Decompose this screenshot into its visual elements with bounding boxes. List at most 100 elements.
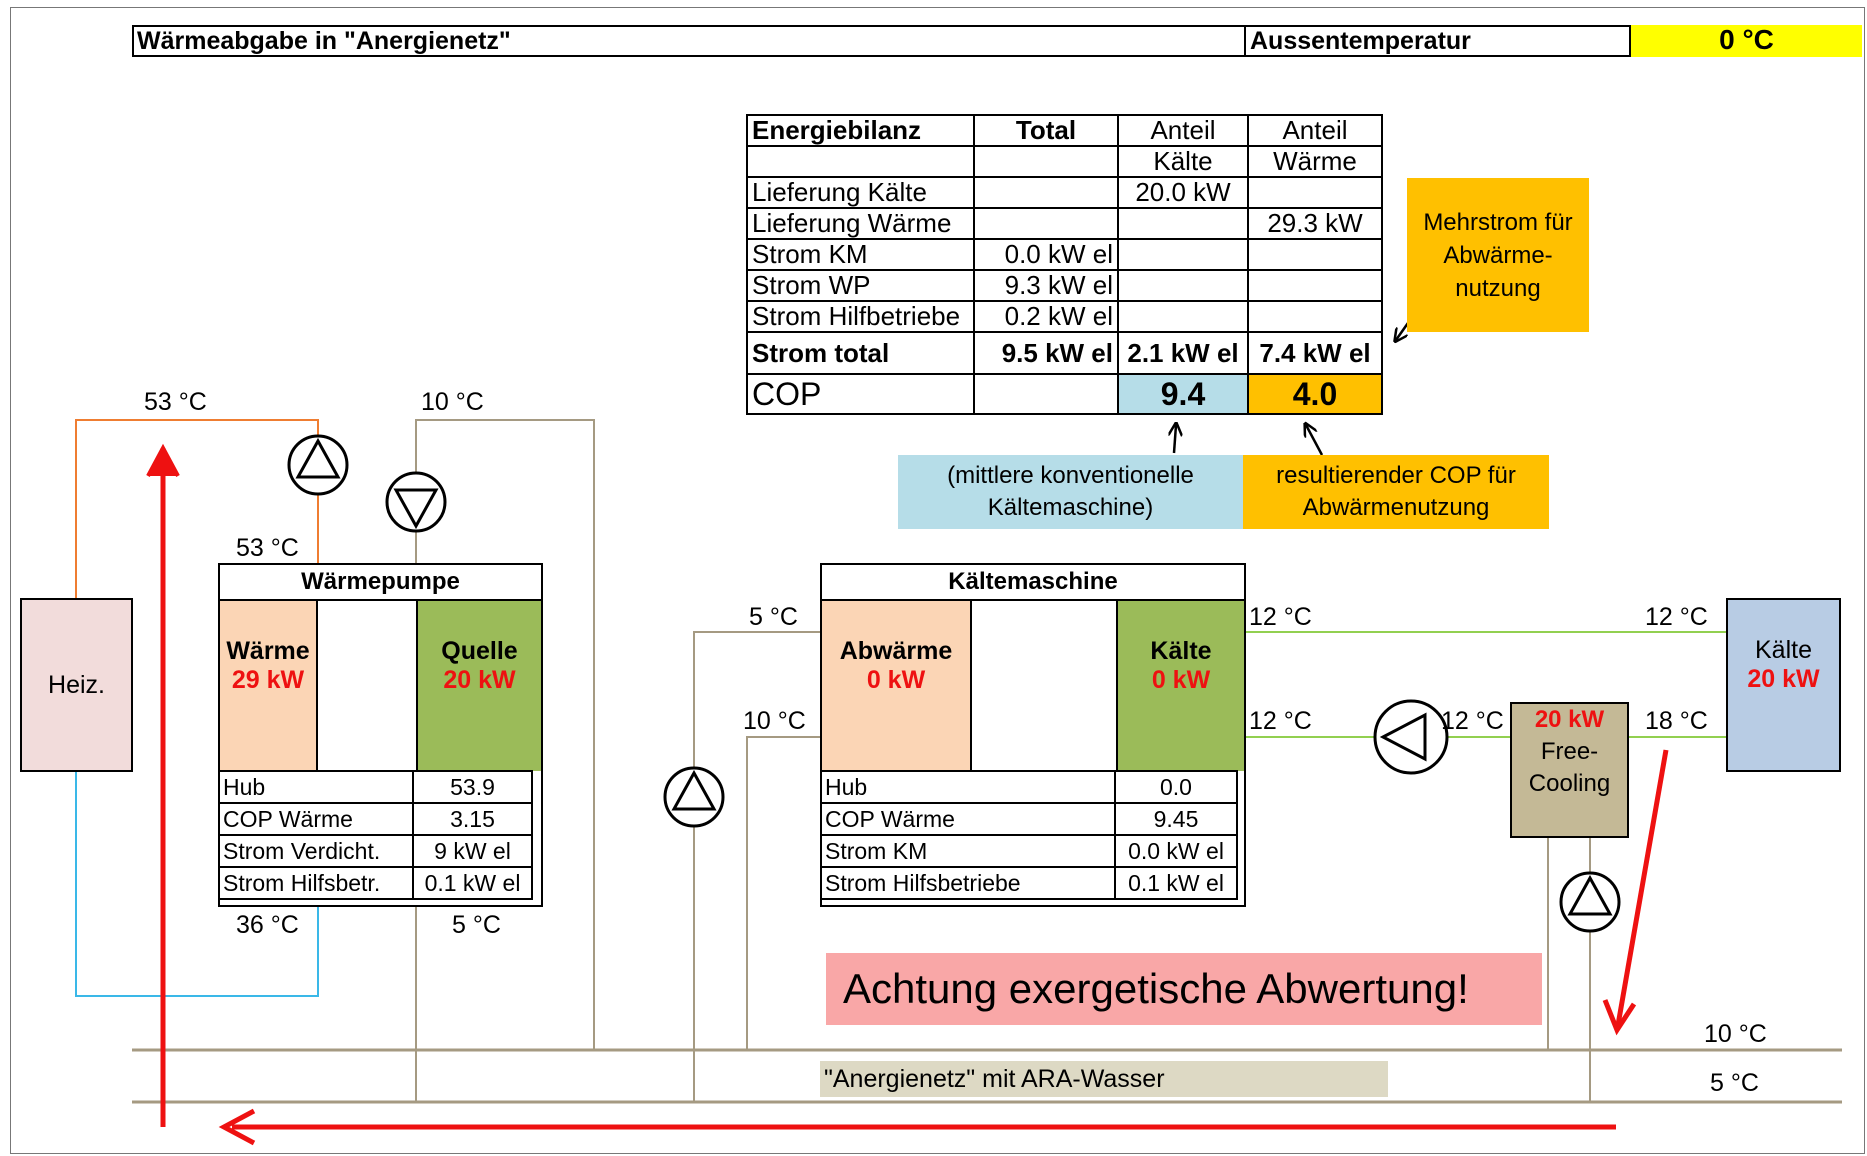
heat-pump-quelle-title: Quelle	[441, 637, 518, 665]
table-cell: Hub	[820, 770, 1116, 804]
table-header-cell: Anteil	[1117, 114, 1249, 147]
table-row: Strom Hilfbetriebe 0.2 kW el	[746, 300, 1383, 333]
red-arrow-down-head	[1602, 999, 1637, 1036]
red-arrow-left-head	[218, 1108, 256, 1146]
heating-consumer: Heiz.	[20, 598, 133, 772]
table-cell: COP Wärme	[820, 802, 1116, 836]
chiller-abwaerme-value: 0 kW	[866, 666, 926, 694]
heat-pump-waerme-title: Wärme	[226, 637, 310, 665]
table-cell: 3.15	[412, 802, 533, 836]
table-cell: 0.1 kW el	[1114, 866, 1238, 900]
arrow-to-cop-waerme	[1306, 425, 1324, 456]
table-row: Energiebilanz Total Anteil Anteil	[746, 114, 1383, 147]
energy-balance-table: Energiebilanz Total Anteil Anteil Kälte …	[746, 114, 1383, 415]
chiller-kaelte-value: 0 kW	[1151, 666, 1211, 694]
heat-pump-waerme-value: 29 kW	[231, 666, 305, 694]
table-cell	[1247, 238, 1383, 271]
table-cell	[746, 145, 975, 178]
note-line: Abwärmenutzung	[1302, 494, 1490, 521]
temp-chiller-out-top: 12 °C	[1249, 603, 1312, 631]
table-cell: 9.3 kW el	[973, 269, 1119, 302]
temp-net-cold: 5 °C	[1710, 1069, 1759, 1097]
table-cell	[1247, 176, 1383, 209]
cooling-value: 20 kW	[1747, 665, 1820, 693]
table-cell: 0.0	[1114, 770, 1238, 804]
red-arrow-up-head	[146, 443, 180, 477]
pump-freecooling-icon	[1559, 871, 1621, 933]
table-cell: 2.1 kW el	[1117, 331, 1249, 375]
chiller-unit: Kältemaschine Abwärme 0 kW Kälte 0 kW Hu…	[820, 563, 1246, 907]
header-title: Wärmeabgabe in "Anergienetz"	[137, 27, 511, 55]
chiller-kaelte-title: Kälte	[1150, 637, 1212, 665]
free-cooling-label-2: Cooling	[1528, 770, 1611, 797]
temp-fc-in: 12 °C	[1441, 707, 1504, 735]
table-header-cell: Kälte	[1117, 145, 1249, 178]
header-bar: Wärmeabgabe in "Anergienetz" Aussentempe…	[132, 25, 1862, 57]
table-cell: COP Wärme	[218, 802, 414, 836]
temp-chiller-in-bottom: 10 °C	[743, 707, 806, 735]
table-cell: 9 kW el	[412, 834, 533, 868]
table-cell	[1117, 238, 1249, 271]
note-line: resultierender COP für	[1276, 462, 1516, 489]
table-cell: 29.3 kW	[1247, 207, 1383, 240]
table-cell: Strom Hilfsbetr.	[218, 866, 414, 900]
note-line: Kältemaschine)	[987, 494, 1154, 521]
table-cell: Lieferung Kälte	[746, 176, 975, 209]
free-cooling-label-1: Free-	[1540, 738, 1599, 765]
cop-kaelte-value: 9.4	[1117, 373, 1249, 415]
table-cell	[1117, 207, 1249, 240]
temp-cool-supply: 12 °C	[1645, 603, 1708, 631]
chiller-title: Kältemaschine	[822, 565, 1244, 601]
network-label-text: "Anergienetz" mit ARA-Wasser	[824, 1065, 1165, 1093]
table-cell	[973, 207, 1119, 240]
table-cell: 0.1 kW el	[412, 866, 533, 900]
temp-hp-supply-top: 53 °C	[144, 388, 207, 416]
table-cell: Strom Hilfbetriebe	[746, 300, 975, 333]
table-cell: 0.2 kW el	[973, 300, 1119, 333]
note-line: (mittlere konventionelle	[947, 462, 1194, 489]
temp-hp-return: 36 °C	[236, 911, 299, 939]
pump-cold-loop-icon	[1373, 699, 1449, 775]
warning-text: Achtung exergetische Abwertung!	[843, 965, 1469, 1012]
arrow-to-cop-kaelte	[1174, 425, 1176, 454]
note-resulting-cop: resultierender COP für Abwärmenutzung	[1243, 455, 1549, 529]
table-cell	[1117, 300, 1249, 333]
table-cell: Strom Verdicht.	[218, 834, 414, 868]
temp-chiller-out-bottom: 12 °C	[1249, 707, 1312, 735]
table-cell: Strom Hilfsbetriebe	[820, 866, 1116, 900]
table-row: Strom KM 0.0 kW el	[746, 238, 1383, 271]
heating-label: Heiz.	[48, 671, 105, 699]
table-cell: 9.5 kW el	[973, 331, 1119, 375]
table-header-cell: Wärme	[1247, 145, 1383, 178]
table-cell: Strom WP	[746, 269, 975, 302]
note-conventional: (mittlere konventionelle Kältemaschine)	[898, 455, 1243, 529]
table-cell: 20.0 kW	[1117, 176, 1249, 209]
temp-src-out: 5 °C	[452, 911, 501, 939]
note-line: Mehrstrom für	[1423, 209, 1573, 236]
table-cell	[973, 145, 1119, 178]
warning-banner: Achtung exergetische Abwertung!	[826, 953, 1542, 1025]
pump-source-icon	[385, 471, 447, 533]
chiller-abwaerme-panel: Abwärme 0 kW	[822, 601, 972, 771]
temp-cool-return: 18 °C	[1645, 707, 1708, 735]
table-row: COP 9.4 4.0	[746, 373, 1383, 415]
table-cell	[973, 176, 1119, 209]
cooling-consumer: Kälte 20 kW	[1726, 598, 1841, 772]
temp-src-in: 10 °C	[421, 388, 484, 416]
table-row: Strom WP 9.3 kW el	[746, 269, 1383, 302]
table-cell	[1117, 269, 1249, 302]
table-cell: 7.4 kW el	[1247, 331, 1383, 375]
chiller-pipe-in-top	[693, 631, 820, 1050]
cold-return-pipe	[75, 712, 319, 997]
table-header-cell: Anteil	[1247, 114, 1383, 147]
table-cell	[1247, 269, 1383, 302]
network-label: "Anergienetz" mit ARA-Wasser	[820, 1061, 1388, 1097]
chiller-abwaerme-title: Abwärme	[839, 637, 953, 665]
table-cell: Strom KM	[746, 238, 975, 271]
outside-temp-label: Aussentemperatur	[1250, 27, 1471, 55]
heat-pump-quelle-panel: Quelle 20 kW	[416, 601, 541, 771]
